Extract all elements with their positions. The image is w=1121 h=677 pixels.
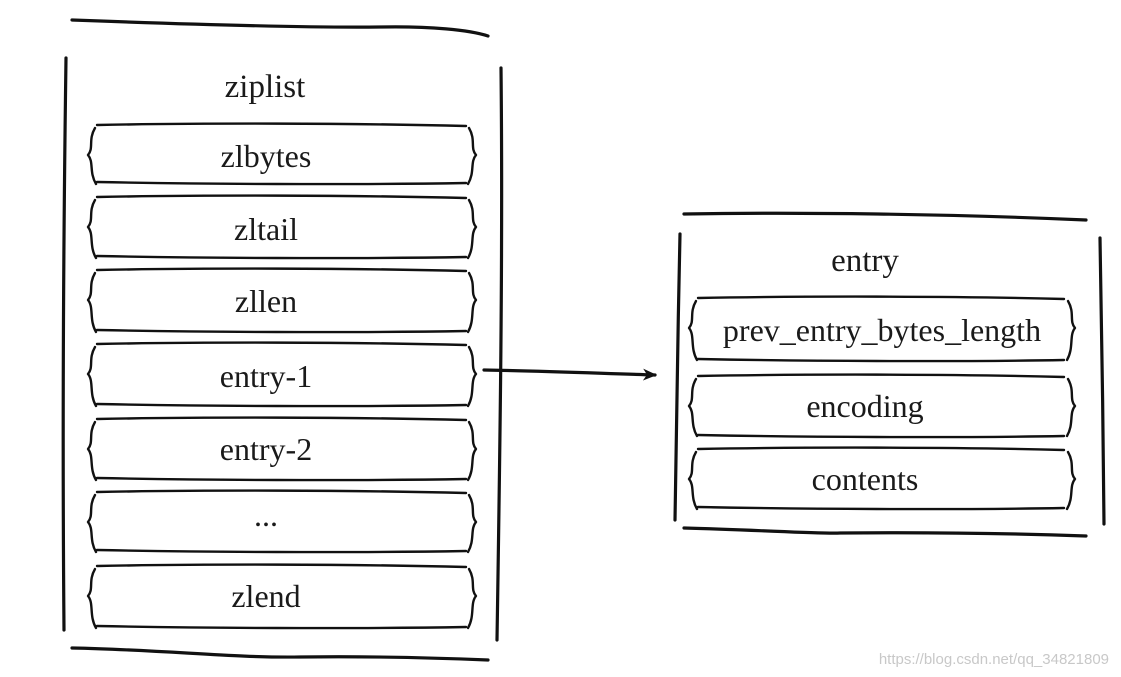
field-label: zlend [231,578,300,614]
field-zllen: zllen [86,267,478,334]
field-entry-1: entry-1 [86,341,478,408]
field-label: prev_entry_bytes_length [723,312,1041,348]
field-label: zltail [234,211,298,247]
entry-right-border [1098,236,1106,526]
arrow-entry1-to-entry [482,368,657,381]
field-ellipsis: ... [86,489,478,554]
field-label: encoding [806,388,923,424]
field-zlbytes: zlbytes [86,122,478,186]
ziplist-left-border [61,56,68,632]
field-label: entry-2 [220,431,312,467]
field-label: entry-1 [220,358,312,394]
ziplist-fields: zlbytes zltail zllen entry-1 [86,122,478,630]
field-zlend: zlend [86,563,478,630]
entry-fields: prev_entry_bytes_length encoding content… [687,295,1077,511]
ziplist-box: ziplist [61,18,504,662]
field-encoding: encoding [687,373,1077,439]
watermark-text: https://blog.csdn.net/qq_34821809 [878,651,1109,668]
ziplist-top-border [70,18,490,38]
entry-title: entry [831,243,899,279]
field-entry-2: entry-2 [86,416,478,482]
ziplist-right-border [495,66,504,642]
field-zltail: zltail [86,194,478,260]
field-label: zllen [235,283,297,319]
entry-bottom-border [682,526,1088,538]
entry-left-border [673,232,682,522]
field-label: contents [812,461,919,497]
entry-box: entry [673,211,1106,538]
field-label: zlbytes [221,138,312,174]
field-label: ... [254,497,278,533]
field-contents: contents [687,446,1077,511]
entry-top-border [682,211,1088,222]
field-prev-entry-bytes-length: prev_entry_bytes_length [687,295,1077,363]
ziplist-bottom-border [70,646,490,662]
ziplist-title: ziplist [225,69,306,105]
